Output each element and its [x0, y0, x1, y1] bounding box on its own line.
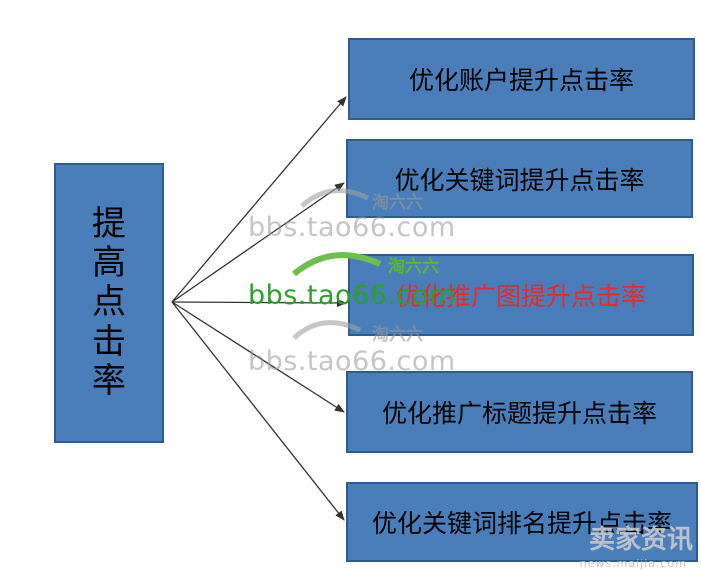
- target-label-3: 优化推广图提升点击率: [395, 282, 646, 311]
- arrow-to-target-3: [171, 298, 347, 307]
- watermark-url-gray-1: bbs.tao66.com: [248, 212, 456, 243]
- watermark-logo-gray-2: 淘六六: [372, 325, 423, 345]
- target-label-5: 优化关键词排名提升点击率: [371, 509, 672, 538]
- target-node-5: 优化关键词排名提升点击率: [346, 482, 698, 562]
- watermark-url-gray-2: bbs.tao66.com: [248, 346, 456, 377]
- target-label-4: 优化推广标题提升点击率: [381, 399, 657, 428]
- watermark-logo-gray-1: 淘六六: [372, 193, 423, 213]
- watermark-swoosh-gray-1: [300, 188, 370, 208]
- arrow-to-target-4: [171, 301, 345, 413]
- source-char-1: 提: [92, 204, 126, 245]
- watermark-swoosh-gray-2: [292, 320, 362, 340]
- source-char-4: 击: [92, 321, 126, 362]
- target-node-1: 优化账户提升点击率: [348, 38, 695, 120]
- arrow-to-target-2: [171, 182, 345, 303]
- arrow-to-target-1: [171, 96, 347, 303]
- watermark-swoosh-green: [292, 252, 382, 276]
- arrow-to-target-5: [171, 301, 345, 521]
- source-char-3: 点: [92, 282, 126, 323]
- target-label-1: 优化账户提升点击率: [408, 66, 634, 95]
- watermark-url-green-text: bbs.tao66.com: [248, 280, 456, 311]
- target-node-3: 优化推广图提升点击率: [348, 254, 694, 336]
- watermark-corner-brand: 卖家资讯: [588, 525, 693, 555]
- source-char-5: 率: [92, 360, 126, 401]
- target-node-2: 优化关键词提升点击率: [346, 139, 693, 218]
- watermark-corner-url: news.maijia.com: [579, 557, 687, 570]
- target-node-4: 优化推广标题提升点击率: [346, 371, 693, 453]
- watermark-url-green: bbs.tao66.com: [248, 280, 456, 311]
- watermark-logo-green: 淘六六: [388, 257, 439, 277]
- target-label-2: 优化关键词提升点击率: [394, 165, 645, 195]
- source-char-2: 高: [92, 243, 126, 284]
- source-node-improve-ctr: 提 高 点 击 率: [54, 163, 164, 443]
